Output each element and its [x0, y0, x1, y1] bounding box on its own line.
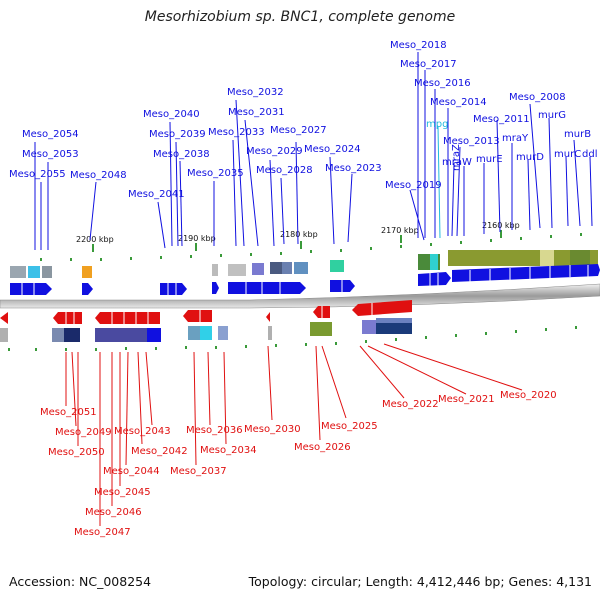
- gene-label: Meso_2045: [94, 487, 151, 498]
- reverse-leader-lines: [65, 343, 523, 526]
- gene-label: Meso_2029: [246, 146, 303, 157]
- reverse-gene-labels: Meso_2051 Meso_2049 Meso_2050 Meso_2043 …: [40, 390, 557, 538]
- forward-gene-arrows: [10, 264, 600, 295]
- tick-label: 2160 kbp: [482, 221, 520, 230]
- gene-label: Meso_2030: [244, 424, 301, 435]
- gene-label: Meso_2038: [153, 149, 210, 160]
- gene-label: Meso_2024: [304, 144, 361, 155]
- gene-label: Meso_2026: [294, 442, 351, 453]
- forward-arrow-dividers: [21, 265, 589, 295]
- gene-label: Meso_2053: [22, 149, 79, 160]
- gene-label: Meso_2027: [270, 125, 327, 136]
- reverse-gene-arrows: [0, 300, 412, 324]
- reverse-feature-blocks: [0, 318, 412, 342]
- gene-label: Meso_2046: [85, 507, 142, 518]
- forward-gene-arrow: [418, 272, 451, 286]
- forward-gene-arrow: [82, 283, 93, 295]
- gene-label: Meso_2033: [208, 127, 265, 138]
- gene-label: Meso_2023: [325, 163, 382, 174]
- tick-label: 2190 kbp: [178, 234, 216, 243]
- gene-label: Meso_2019: [385, 180, 442, 191]
- scale-ticks: [92, 230, 502, 252]
- reverse-gene-arrow: [95, 312, 160, 324]
- gene-label: Meso_2042: [131, 446, 188, 457]
- forward-gene-arrow: [10, 283, 52, 295]
- gene-label: Meso_2051: [40, 407, 97, 418]
- gene-label: Meso_2016: [414, 78, 471, 89]
- gene-label: Meso_2035: [187, 168, 244, 179]
- gene-label: mraW: [442, 157, 472, 168]
- gene-label: murC: [554, 149, 581, 160]
- reverse-gene-arrow: [266, 312, 270, 322]
- gene-label: Meso_2028: [256, 165, 313, 176]
- gene-label: mraZ: [451, 144, 462, 171]
- gene-label: Meso_2047: [74, 527, 131, 538]
- gene-label: Meso_2031: [228, 107, 285, 118]
- gene-label: Meso_2043: [114, 426, 171, 437]
- forward-gene-labels: Meso_2018 Meso_2017 Meso_2016 mpg Meso_2…: [9, 40, 597, 200]
- gene-label: Meso_2050: [48, 447, 105, 458]
- gene-label: Meso_2021: [438, 394, 495, 405]
- gene-label: Meso_2008: [509, 92, 566, 103]
- gene-label: murD: [516, 152, 544, 163]
- gene-label: murG: [538, 110, 566, 121]
- gene-label: ddl: [582, 149, 597, 160]
- accession-label: Accession: NC_008254: [9, 574, 152, 589]
- gene-label: mpg: [426, 119, 448, 130]
- forward-gene-arrow: [212, 282, 219, 294]
- gene-label: Meso_2014: [430, 97, 487, 108]
- reverse-gene-arrow: [352, 300, 412, 316]
- gene-label: Meso_2022: [382, 399, 439, 410]
- gene-label: Meso_2025: [321, 421, 378, 432]
- gene-label: Meso_2036: [186, 425, 243, 436]
- gene-label: Meso_2018: [390, 40, 447, 51]
- reverse-gene-arrow: [0, 312, 8, 324]
- forward-feature-blocks: [10, 250, 598, 278]
- reverse-gene-arrow: [53, 312, 82, 324]
- tick-label: 2180 kbp: [280, 230, 318, 239]
- gene-label: Meso_2032: [227, 87, 284, 98]
- reverse-arrow-dividers: [65, 303, 373, 324]
- genome-summary: Topology: circular; Length: 4,412,446 bp…: [248, 574, 592, 589]
- gene-label: Meso_2020: [500, 390, 557, 401]
- tick-label: 2200 kbp: [76, 235, 114, 244]
- forward-gene-arrow: [228, 282, 306, 294]
- gene-label: Meso_2049: [55, 427, 112, 438]
- gene-label: Meso_2044: [103, 466, 160, 477]
- reverse-gene-arrow: [183, 310, 212, 322]
- gene-label: Meso_2017: [400, 59, 457, 70]
- gene-label: Meso_2034: [200, 445, 257, 456]
- tick-label: 2170 kbp: [381, 226, 419, 235]
- gene-label: Meso_2055: [9, 169, 66, 180]
- gene-label: murB: [564, 129, 591, 140]
- gene-label: Meso_2041: [128, 189, 185, 200]
- gene-label: mraY: [502, 133, 529, 144]
- gene-label: Meso_2011: [473, 114, 530, 125]
- forward-gene-arrow: [452, 264, 600, 282]
- forward-gene-arrow: [160, 283, 187, 295]
- gene-label: murE: [476, 154, 503, 165]
- gene-label: Meso_2039: [149, 129, 206, 140]
- genome-backbone: [0, 283, 600, 309]
- gene-label: Meso_2048: [70, 170, 127, 181]
- gene-label: Meso_2040: [143, 109, 200, 120]
- gene-label: Meso_2013: [443, 136, 500, 147]
- guide-dots: [8, 233, 582, 351]
- forward-leader-lines: [34, 52, 593, 250]
- page-title: Mesorhizobium sp. BNC1, complete genome: [144, 9, 456, 25]
- gene-label: Meso_2054: [22, 129, 79, 140]
- gene-label: Meso_2037: [170, 466, 227, 477]
